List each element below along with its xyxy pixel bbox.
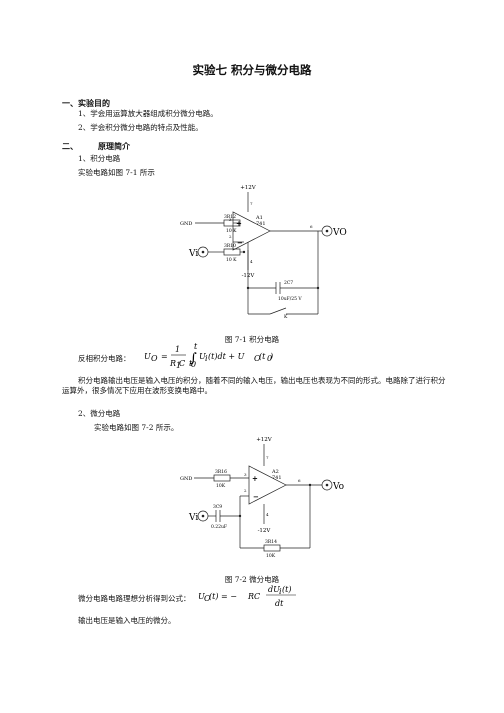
op-amp-a1 <box>232 211 271 251</box>
integral-formula: U O = 1 R 1 C ∫ t t 0 U i (t)dt + U O (t… <box>144 342 273 370</box>
section-heading-objectives: 一、实验目的 <box>62 99 110 108</box>
resistor-value: 10K <box>216 483 226 489</box>
pin-label: 4 <box>266 512 269 517</box>
resistor-name: 3R10 <box>224 243 236 249</box>
amp-model-label: 741 <box>256 221 266 227</box>
svg-text:1: 1 <box>176 361 181 370</box>
svg-text:U: U <box>144 352 151 361</box>
svg-text:−: − <box>253 492 259 501</box>
svg-text:t: t <box>194 342 198 351</box>
svg-text:O: O <box>204 594 211 603</box>
svg-text:0: 0 <box>191 360 196 369</box>
svg-text:1: 1 <box>175 345 180 354</box>
capacitor-name: 2C7 <box>284 280 293 286</box>
pin-label: 6 <box>310 224 313 229</box>
svg-text:U: U <box>198 592 205 601</box>
vo-label: Vo <box>332 482 344 492</box>
figure-caption-2: 图 7-2 微分电路 <box>224 575 280 584</box>
switch-label: K <box>284 314 288 320</box>
page-title: 实验七 积分与微分电路 <box>192 63 312 77</box>
resistor-name: 3R16 <box>215 469 227 475</box>
svg-text:): ) <box>269 352 273 361</box>
svg-text:C: C <box>179 359 185 368</box>
subsection-heading-integrator: 1、积分电路 <box>78 154 121 163</box>
section-heading-principle: 原理简介 <box>98 142 130 151</box>
svg-text:(t) = −: (t) = − <box>209 592 237 601</box>
vo-terminal <box>321 225 333 237</box>
formula-label-2: 微分电路电路理想分析得到公式： <box>78 594 191 603</box>
pin-label: 2 <box>244 488 247 493</box>
integrator-intro: 实验电路如图 7-1 所示 <box>78 168 155 177</box>
amp-label: A2 <box>271 469 279 475</box>
resistor-value: 10K <box>266 553 276 559</box>
resistor-value: 10 K <box>226 228 237 234</box>
resistor-3r16 <box>213 474 231 482</box>
pin-label: 2 <box>229 234 232 239</box>
svg-text:t: t <box>189 359 193 368</box>
svg-text:(t)dt + U: (t)dt + U <box>208 352 245 361</box>
svg-text:+: + <box>236 219 242 228</box>
svg-text:dt: dt <box>275 599 284 608</box>
resistor-value: 10 K <box>226 257 237 263</box>
gnd-label: GND <box>180 221 192 227</box>
svg-text:O: O <box>151 354 158 363</box>
svg-text:∫: ∫ <box>190 351 197 366</box>
pin-label: 6 <box>298 478 301 483</box>
section-number: 二、 <box>62 142 78 151</box>
figure-caption-1: 图 7-1 积分电路 <box>224 335 280 344</box>
svg-text:−: − <box>237 238 243 247</box>
svg-text:+: + <box>252 474 258 483</box>
pin-label: 3 <box>244 472 247 477</box>
svg-text:(t): (t) <box>282 585 291 594</box>
vee-label: -12V <box>258 528 272 534</box>
capacitor-value: 0.22uF <box>211 524 227 530</box>
svg-text:O: O <box>254 354 261 363</box>
integrator-circuit-diagram: +12V 7 4 -12V A1 741 + − 3 2 6 GND 3R12 … <box>180 185 347 320</box>
capacitor-value: 10uF/25 V <box>278 296 302 302</box>
amp-label: A1 <box>255 215 263 221</box>
vcc-label: +12V <box>256 437 273 443</box>
pin-label: 7 <box>250 201 253 206</box>
vi-terminal <box>197 510 209 522</box>
amp-model-label: 741 <box>272 475 282 481</box>
differentiator-intro: 实验电路如图 7-2 所示。 <box>94 423 179 432</box>
svg-text:R: R <box>169 359 176 368</box>
vi-label: Vi <box>188 513 198 523</box>
svg-text:RC: RC <box>247 592 260 601</box>
svg-text:0: 0 <box>267 354 272 363</box>
resistor-3r10 <box>223 248 241 256</box>
vcc-label: +12V <box>240 185 257 191</box>
resistor-3r14 <box>263 544 281 552</box>
objective-item: 1、学会用运算放大器组成积分微分电路。 <box>78 109 218 118</box>
svg-text:dU: dU <box>268 585 280 594</box>
pin-label: 4 <box>250 259 253 264</box>
formula-label-1: 反相积分电路： <box>78 354 131 363</box>
capacitor-name: 3C9 <box>213 504 222 510</box>
svg-text:i: i <box>205 354 208 363</box>
resistor-name: 3R14 <box>265 539 277 545</box>
op-amp-a2 <box>248 465 287 505</box>
integrator-description: 积分电路输出电压是输入电压的积分，随着不同的输入电压，输出电压也表现为不同的形式… <box>62 376 446 395</box>
svg-text:=: = <box>161 352 168 361</box>
pin-label: 3 <box>229 217 232 222</box>
gnd-label: GND <box>180 476 192 482</box>
switch-k <box>269 307 287 315</box>
vi-terminal <box>197 246 209 258</box>
pin-label: 7 <box>266 455 269 460</box>
svg-text:(t: (t <box>259 352 266 361</box>
vi-label: Vi <box>188 249 198 259</box>
svg-text:i: i <box>279 587 282 596</box>
resistor-name: 3R12 <box>224 214 236 220</box>
vee-label: -12V <box>242 273 256 279</box>
vo-terminal <box>321 479 333 491</box>
differentiator-conclusion: 输出电压是输入电压的微分。 <box>78 616 176 625</box>
differential-formula: U O (t) = − RC dU i (t) dt <box>198 585 296 608</box>
subsection-heading-differentiator: 2、微分电路 <box>78 409 121 418</box>
differentiator-circuit-diagram: +12V 7 4 -12V A2 741 + − 3 2 6 GND 3R16 … <box>180 437 344 559</box>
objective-item: 2、学会积分微分电路的特点及性能。 <box>78 123 203 132</box>
vo-label: VO <box>332 228 347 238</box>
svg-text:U: U <box>199 352 206 361</box>
